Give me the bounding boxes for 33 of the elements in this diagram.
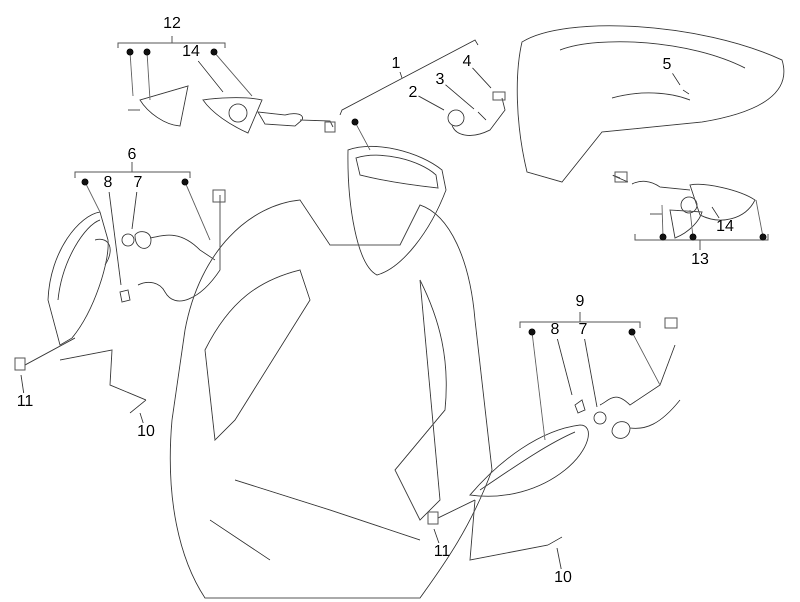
callout-number: 12 <box>163 16 181 32</box>
callout-number: 4 <box>462 54 472 70</box>
callout-number: 13 <box>691 252 709 268</box>
callout-number: 2 <box>408 85 418 101</box>
leader-line <box>132 192 138 230</box>
leader-line <box>472 67 492 88</box>
callout-number: 11 <box>16 394 34 410</box>
leader-line <box>434 528 440 544</box>
leader-line <box>672 72 680 86</box>
leader-line <box>712 206 720 218</box>
callout-number: 7 <box>134 175 142 191</box>
leader-line <box>556 338 572 396</box>
callout-number: 9 <box>576 294 584 310</box>
callout-number: 10 <box>554 570 572 586</box>
callout-number: 1 <box>392 56 400 72</box>
callout-number: 5 <box>662 57 672 73</box>
callout-number: 3 <box>436 72 444 88</box>
callout-number: 7 <box>578 322 588 338</box>
leader-line <box>584 338 598 408</box>
leader-line <box>198 60 224 92</box>
callout-number: 6 <box>128 147 136 163</box>
callout-number: 14 <box>716 219 734 235</box>
leader-line <box>556 548 562 570</box>
leader-line <box>418 96 444 110</box>
leader-line <box>140 412 144 424</box>
callout-number: 10 <box>137 424 155 440</box>
callout-number: 8 <box>104 175 112 191</box>
callout-number: 8 <box>550 322 560 338</box>
leader-line <box>20 374 24 394</box>
callout-number: 14 <box>182 44 200 60</box>
callout-number: 11 <box>434 544 450 560</box>
leader-line <box>445 84 474 110</box>
leader-line <box>108 192 122 286</box>
